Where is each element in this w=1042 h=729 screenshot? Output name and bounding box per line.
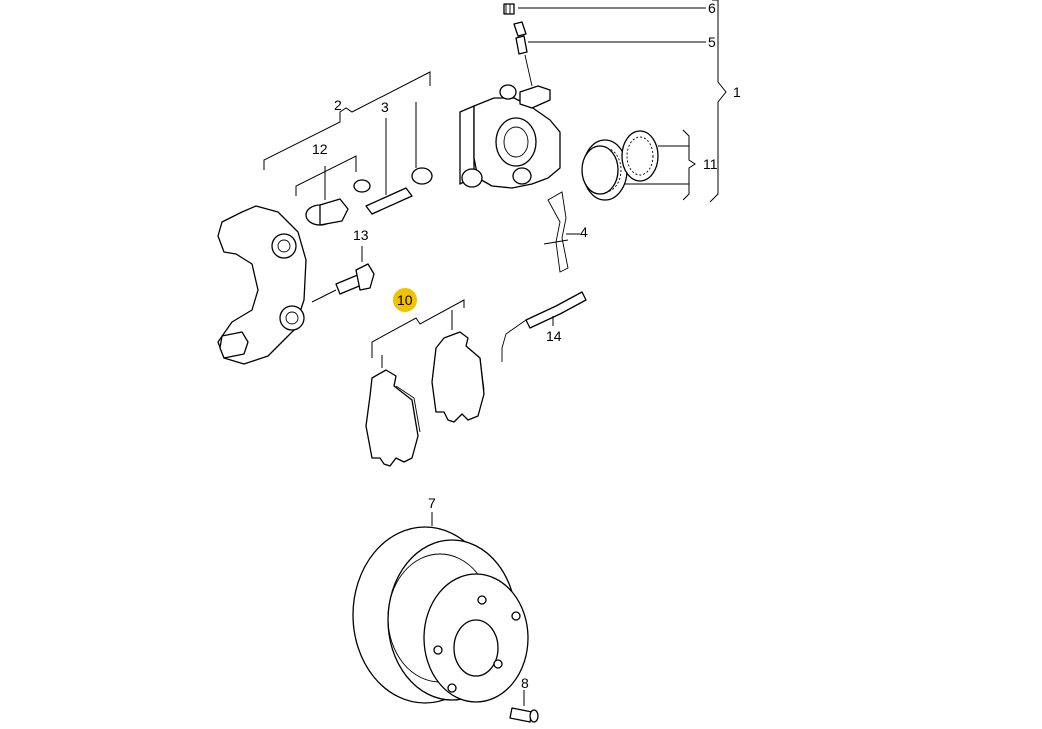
- part-brake-pad-inner[interactable]: [431, 331, 485, 423]
- leader-lines-caliper: [518, 0, 727, 203]
- callout-13[interactable]: 13: [353, 227, 369, 243]
- part-disc-screw[interactable]: [509, 690, 539, 723]
- callout-4[interactable]: 4: [580, 224, 588, 240]
- callout-12[interactable]: 12: [312, 141, 328, 157]
- part-carrier-bolt[interactable]: [311, 246, 375, 303]
- callout-10-highlighted[interactable]: 10: [397, 292, 413, 308]
- part-bleed-screw[interactable]: [513, 21, 533, 87]
- part-caliper-housing[interactable]: [459, 84, 561, 189]
- highlight-marker: [393, 288, 417, 312]
- callout-2[interactable]: 2: [334, 97, 342, 113]
- callout-11[interactable]: 11: [703, 156, 718, 172]
- callout-5[interactable]: 5: [708, 34, 716, 50]
- callout-6[interactable]: 6: [708, 0, 716, 16]
- part-wear-sensor-clip[interactable]: [543, 191, 580, 273]
- callout-labels: 1 2 3 4 5 6 7 8 10 11 12 13 14: [312, 0, 741, 691]
- leader-lines-carrier: [263, 71, 431, 200]
- part-wear-sensor-wire[interactable]: [501, 291, 587, 362]
- callout-8[interactable]: 8: [521, 675, 529, 691]
- callout-3[interactable]: 3: [381, 99, 389, 115]
- callout-14[interactable]: 14: [546, 328, 562, 344]
- part-brake-disc[interactable]: [352, 512, 529, 704]
- part-bleed-cap[interactable]: [503, 3, 515, 15]
- part-seal-kit[interactable]: [581, 130, 659, 201]
- part-guide-pin[interactable]: [365, 167, 433, 215]
- part-brake-carrier[interactable]: [217, 205, 307, 365]
- part-brake-pad-outer[interactable]: [365, 369, 421, 467]
- leader-lines-pads: [371, 299, 465, 368]
- callout-7[interactable]: 7: [428, 495, 436, 511]
- part-guide-boot[interactable]: [305, 179, 371, 226]
- callout-1[interactable]: 1: [733, 84, 741, 100]
